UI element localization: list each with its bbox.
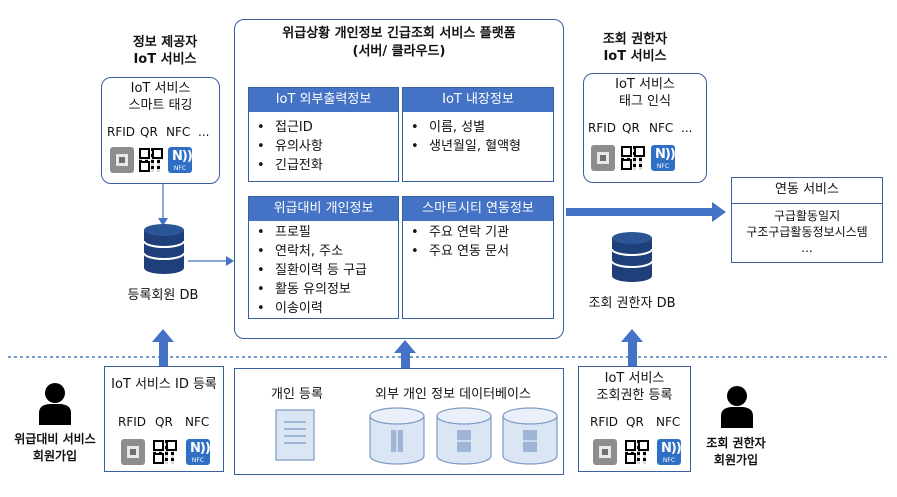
panel-iot-internal: IoT 내장정보 이름, 성별 생년월일, 혈액형 xyxy=(402,87,554,182)
provider-db-label: 등록회원 DB xyxy=(127,288,199,303)
linked-item: ... xyxy=(801,241,813,255)
list-item-continued: 활동 유의정보 xyxy=(249,280,367,299)
right-up-arrowhead xyxy=(621,329,643,342)
bottom-right-line2: 조회권한 등록 xyxy=(596,388,673,403)
panel-header: IoT 외부출력정보 xyxy=(249,88,398,112)
person-icon xyxy=(721,386,753,428)
tag-more-label: ... xyxy=(198,125,210,139)
panel-header: 위급대비 개인정보 xyxy=(249,197,398,221)
viewer-title-line1: 조회 권한자 xyxy=(602,32,668,47)
viewer-db-label: 조회 권한자 DB xyxy=(588,296,676,311)
person-right-line2: 회원가입 xyxy=(713,453,759,467)
list-item: 프로필 xyxy=(249,223,367,242)
right-up-shaft xyxy=(628,341,637,368)
list-item: 주요 연락 기관 xyxy=(403,223,509,242)
list-item: 질환이력 등 구급 xyxy=(249,261,367,280)
database-icon xyxy=(611,232,653,282)
tag-qr-label: QR xyxy=(140,125,158,139)
viewer-iot-box: IoT 서비스 태그 인식 RFID QR NFC ... N))NFC xyxy=(583,73,707,183)
qr-code-icon xyxy=(153,440,177,464)
center-up-arrowhead xyxy=(394,340,416,353)
db-to-platform-arrowhead xyxy=(226,256,234,266)
list-item: 연락처, 주소 xyxy=(249,242,367,261)
tag-rfid-label: RFID xyxy=(118,415,147,429)
tag-nfc-label: NFC xyxy=(185,415,210,429)
rfid-chip-icon xyxy=(591,145,615,171)
provider-iot-box: IoT 서비스 스마트 태깅 RFID QR NFC ... N))NFC xyxy=(101,77,220,184)
panel-header: 스마트시티 연동정보 xyxy=(403,197,553,221)
list-item: 접근ID xyxy=(249,118,323,137)
database-icon xyxy=(143,224,185,274)
viewer-title: 조회 권한자 IoT 서비스 xyxy=(580,31,690,65)
provider-title-line2: IoT 서비스 xyxy=(133,52,197,67)
provider-title-line1: 정보 제공자 xyxy=(132,35,198,50)
list-item: 생년월일, 혈액형 xyxy=(403,137,521,156)
rfid-chip-icon xyxy=(110,147,134,173)
nfc-icon: N))NFC xyxy=(168,147,193,173)
panel-emergency-info: 위급대비 개인정보 프로필 연락처, 주소 질환이력 등 구급 활동 유의정보 … xyxy=(248,196,399,319)
bottom-left-title: IoT 서비스 ID 등록 xyxy=(111,377,217,392)
tag-more-label: ... xyxy=(681,121,693,135)
platform-title: 위급상황 개인정보 긴급조회 서비스 플랫폼 xyxy=(282,26,516,41)
person-icon xyxy=(39,383,71,425)
document-icon xyxy=(275,409,315,461)
list-item: 이송이력 xyxy=(249,299,367,318)
tag-nfc-label: NFC xyxy=(649,121,674,135)
cylinder-db-icon xyxy=(436,407,492,465)
list-item-text: 활동 유의정보 xyxy=(275,282,351,297)
qr-code-icon xyxy=(139,148,163,172)
center-up-shaft xyxy=(401,352,410,368)
bottom-right-permission-box: IoT 서비스 조회권한 등록 RFID QR NFC N))NFC xyxy=(578,366,691,472)
list-item: 유의사항 xyxy=(249,137,323,156)
tag-qr-label: QR xyxy=(622,121,640,135)
list-item: 이름, 성별 xyxy=(403,118,521,137)
linked-services-box: 연동 서비스 구급활동일지 구조구급활동정보시스템 ... xyxy=(731,177,883,263)
platform-to-linked-shaft xyxy=(566,208,714,216)
platform-to-linked-arrowhead xyxy=(712,202,726,222)
cylinder-db-icon xyxy=(502,407,558,465)
nfc-icon: N))NFC xyxy=(186,439,211,465)
provider-to-db-arrowhead xyxy=(158,218,168,226)
linked-item: 구급활동일지 xyxy=(773,209,841,223)
tag-qr-label: QR xyxy=(626,415,644,429)
bottom-right-line1: IoT 서비스 xyxy=(604,371,665,386)
bottom-center-box: 개인 등록 외부 개인 정보 데이터베이스 xyxy=(234,368,564,475)
external-db-label: 외부 개인 정보 데이터베이스 xyxy=(375,387,531,402)
viewer-box-line2: 태그 인식 xyxy=(619,94,671,109)
left-up-arrowhead xyxy=(152,329,174,342)
tag-rfid-label: RFID xyxy=(590,415,619,429)
list-item: 긴급전화 xyxy=(249,156,323,175)
linked-item: 구조구급활동정보시스템 xyxy=(746,225,868,239)
provider-box-line2: 스마트 태깅 xyxy=(128,98,193,113)
person-right-line1: 조회 권한자 xyxy=(706,436,766,450)
viewer-box-line1: IoT 서비스 xyxy=(615,77,675,92)
personal-register-label: 개인 등록 xyxy=(271,387,323,402)
person-left-line2: 회원가입 xyxy=(32,449,78,463)
provider-title: 정보 제공자 IoT 서비스 xyxy=(105,34,225,68)
tag-nfc-label: NFC xyxy=(166,125,191,139)
panel-header: IoT 내장정보 xyxy=(403,88,553,112)
provider-box-line1: IoT 서비스 xyxy=(130,81,191,96)
person-left-line1: 위급대비 서비스 xyxy=(14,432,96,446)
viewer-title-line2: IoT 서비스 xyxy=(603,49,667,64)
qr-code-icon xyxy=(621,146,645,170)
left-up-shaft xyxy=(159,341,168,366)
nfc-icon: N))NFC xyxy=(651,145,676,171)
nfc-icon: N))NFC xyxy=(657,439,682,465)
tag-qr-label: QR xyxy=(155,415,173,429)
tag-rfid-label: RFID xyxy=(588,121,617,135)
rfid-chip-icon xyxy=(121,439,145,465)
panel-iot-external: IoT 외부출력정보 접근ID 유의사항 긴급전화 xyxy=(248,87,399,182)
platform-subtitle: (서버/ 클라우드) xyxy=(352,44,446,59)
rfid-chip-icon xyxy=(593,439,617,465)
qr-code-icon xyxy=(625,440,649,464)
tag-nfc-label: NFC xyxy=(656,415,681,429)
panel-smartcity: 스마트시티 연동정보 주요 연락 기관 주요 연동 문서 xyxy=(402,196,554,319)
bottom-left-id-register-box: IoT 서비스 ID 등록 RFID QR NFC N))NFC xyxy=(104,366,224,472)
list-item: 주요 연동 문서 xyxy=(403,242,509,261)
linked-services-title: 연동 서비스 xyxy=(732,178,882,204)
tag-rfid-label: RFID xyxy=(107,125,136,139)
cylinder-db-icon xyxy=(369,407,425,465)
